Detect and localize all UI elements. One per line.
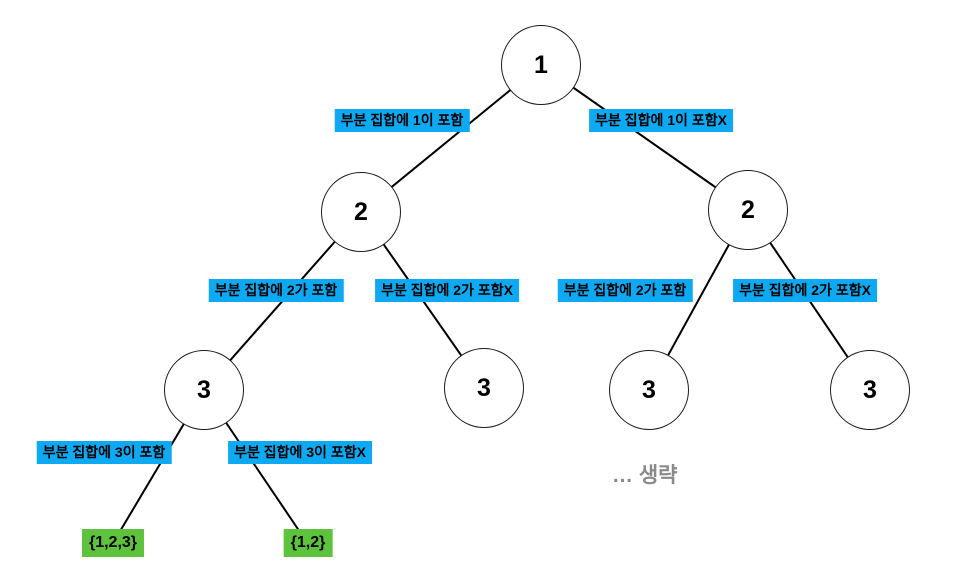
tree-node-2-right: 2 bbox=[708, 170, 788, 250]
edge-label-2-include-a: 부분 집합에 2가 포함 bbox=[208, 279, 344, 302]
edge-label-1-include: 부분 집합에 1이 포함 bbox=[334, 109, 470, 132]
edge-label-2-exclude-a: 부분 집합에 2가 포함X bbox=[375, 279, 519, 302]
tree-node-1: 1 bbox=[501, 25, 581, 105]
leaf-set-1-2: {1,2} bbox=[283, 529, 333, 557]
tree-edge-root-to-right2 bbox=[540, 64, 749, 211]
edge-label-2-exclude-b: 부분 집합에 2가 포함X bbox=[733, 279, 877, 302]
edge-label-1-exclude: 부분 집합에 1이 포함X bbox=[589, 109, 733, 132]
tree-node-2-left: 2 bbox=[321, 172, 401, 252]
tree-node-3-b: 3 bbox=[444, 348, 524, 428]
omitted-note: … 생략 bbox=[612, 464, 678, 487]
tree-node-3-a: 3 bbox=[164, 350, 244, 430]
edge-label-2-include-b: 부분 집합에 2가 포함 bbox=[557, 279, 693, 302]
tree-node-3-c: 3 bbox=[609, 350, 689, 430]
edge-label-3-include: 부분 집합에 3이 포함 bbox=[36, 441, 172, 464]
tree-node-3-d: 3 bbox=[830, 350, 910, 430]
leaf-set-1-2-3: {1,2,3} bbox=[81, 529, 145, 557]
edge-label-3-exclude: 부분 집합에 3이 포함X bbox=[228, 441, 372, 464]
